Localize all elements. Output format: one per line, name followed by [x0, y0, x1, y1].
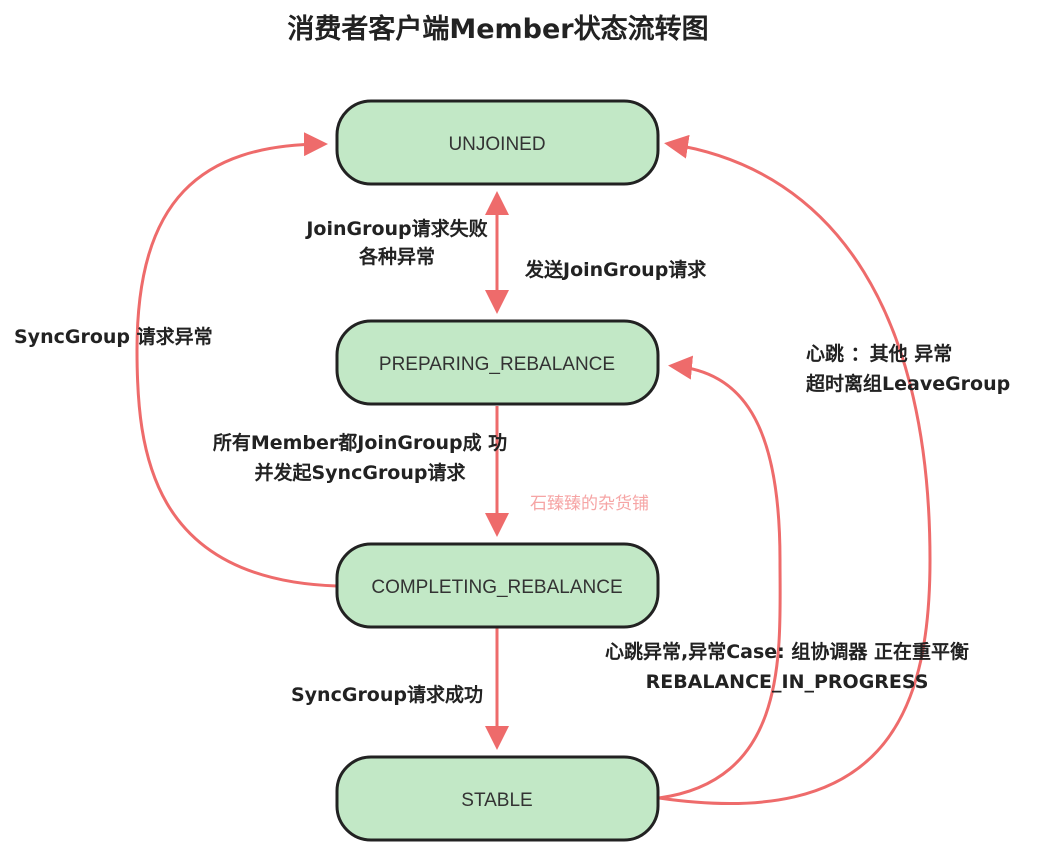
- state-preparing-rebalance: PREPARING_REBALANCE: [335, 319, 660, 406]
- label-send-join: 发送JoinGroup请求: [524, 258, 707, 281]
- state-unjoined-label: UNJOINED: [448, 134, 545, 155]
- state-preparing-label: PREPARING_REBALANCE: [379, 354, 615, 375]
- state-completing-rebalance: COMPLETING_REBALANCE: [335, 542, 660, 629]
- label-sync-success: SyncGroup请求成功: [291, 683, 483, 706]
- state-stable: STABLE: [335, 755, 660, 842]
- edge-completing-unjoined: [135, 132, 338, 588]
- label-join-fail-1: JoinGroup请求失败: [304, 217, 487, 240]
- watermark: 石臻臻的杂货铺: [530, 494, 649, 514]
- edge-stable-unjoined: [658, 134, 932, 805]
- diagram-title: 消费者客户端Member状态流转图: [287, 13, 708, 45]
- edge-stable-preparing: [658, 355, 782, 800]
- label-heartbeat-other-2: 超时离组LeaveGroup: [805, 372, 1010, 395]
- label-sync-error: SyncGroup 请求异常: [14, 325, 213, 348]
- label-all-joined-2: 并发起SyncGroup请求: [254, 461, 466, 484]
- state-unjoined: UNJOINED: [335, 99, 660, 186]
- label-heartbeat-rebalance-2: REBALANCE_IN_PROGRESS: [646, 671, 929, 693]
- label-join-fail-2: 各种异常: [358, 245, 435, 268]
- label-all-joined-1: 所有Member都JoinGroup成 功: [213, 431, 507, 454]
- label-heartbeat-rebalance-1: 心跳异常,异常Case: 组协调器 正在重平衡: [605, 640, 969, 663]
- label-heartbeat-other-1: 心跳 ：其他 异常: [806, 342, 952, 365]
- state-stable-label: STABLE: [461, 790, 532, 811]
- state-completing-label: COMPLETING_REBALANCE: [371, 577, 622, 598]
